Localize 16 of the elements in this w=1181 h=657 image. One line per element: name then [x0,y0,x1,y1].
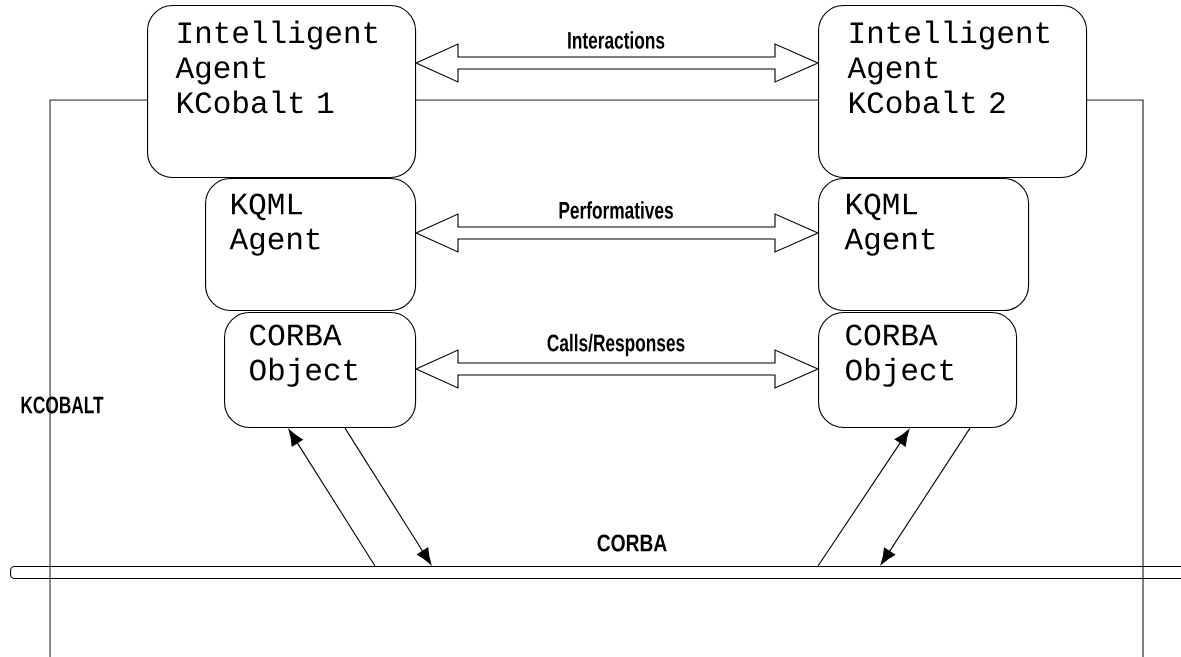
bus-bar: CORBA [10,534,1181,580]
component-box: KQML Agent [818,178,1030,312]
arrow [817,429,910,567]
node-label: CORBA [597,534,667,552]
arrow [344,427,432,565]
arrow [288,429,376,567]
edge-label: Interactions [568,31,665,49]
edge-label: Calls/Responses [547,333,685,357]
component-box: KQML Agent [205,178,417,312]
component-box: CORBA Object [818,312,1018,429]
component-box: Intelligent Agent KCobalt 2 [818,5,1088,179]
arrow [880,427,971,565]
system-label: KCOBALT [21,396,104,414]
component-box: Intelligent Agent KCobalt 1 [147,5,417,179]
edge-label: Performatives [559,201,673,219]
component-box: CORBA Object [224,312,417,429]
